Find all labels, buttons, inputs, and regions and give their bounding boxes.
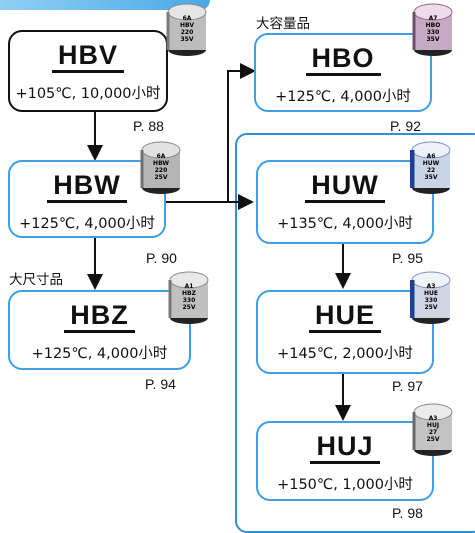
node-hue: HUE +145℃, 2,000小时 [256, 290, 434, 374]
top-accent-bar [0, 0, 210, 10]
svg-text:HUW: HUW [423, 160, 440, 167]
svg-text:HUJ: HUJ [427, 422, 439, 429]
svg-text:220: 220 [155, 167, 168, 174]
node-title: HUW [258, 170, 432, 203]
page-ref-hbz: P. 94 [145, 376, 176, 392]
page-ref-hbv: P. 88 [133, 118, 164, 134]
page-ref-hbo: P. 92 [390, 118, 421, 134]
svg-text:6A: 6A [157, 153, 166, 160]
note-hbo: 大容量品 [256, 16, 310, 32]
svg-text:HBW: HBW [153, 160, 169, 167]
svg-text:330: 330 [427, 29, 440, 36]
svg-text:6A: 6A [183, 15, 192, 22]
node-title: HBW [10, 170, 164, 203]
node-spec: +125℃, 4,000小时 [31, 346, 168, 362]
svg-text:A3: A3 [429, 415, 438, 422]
svg-text:35V: 35V [425, 174, 438, 181]
node-spec: +125℃, 4,000小时 [19, 216, 155, 232]
svg-text:25V: 25V [427, 436, 440, 443]
page-ref-huj: P. 98 [392, 505, 423, 521]
svg-text:220: 220 [181, 29, 194, 36]
node-spec: +125℃, 4,000小时 [275, 89, 411, 105]
svg-text:A3: A3 [427, 283, 436, 290]
node-hbz: HBZ +125℃, 4,000小时 [8, 290, 191, 370]
node-title: HUE [258, 300, 432, 333]
node-spec: +145℃, 2,000小时 [277, 346, 413, 362]
page-ref-huw: P. 95 [392, 250, 423, 266]
node-spec: +135℃, 4,000小时 [277, 216, 413, 232]
svg-text:HBO: HBO [426, 22, 441, 29]
node-title: HBV [10, 40, 166, 73]
svg-text:35V: 35V [427, 36, 440, 43]
svg-text:25V: 25V [155, 174, 168, 181]
svg-text:25V: 25V [183, 304, 196, 311]
capacitor-image-hbo: A7 HBO 330 35V [412, 3, 453, 56]
capacitor-image-huj: A3 HUJ 27 25V [412, 403, 453, 456]
svg-text:27: 27 [429, 429, 437, 436]
capacitor-image-hbv: 6A HBV 220 35V [166, 3, 207, 56]
page-ref-hbw: P. 90 [146, 250, 177, 266]
node-huj: HUJ +150℃, 1,000小时 [256, 421, 434, 501]
node-title: HUJ [258, 431, 432, 464]
node-hbw: HBW +125℃, 4,000小时 [8, 160, 166, 238]
node-hbv: HBV +105℃, 10,000小时 [8, 30, 168, 112]
node-spec: +150℃, 1,000小时 [277, 477, 413, 493]
svg-text:A7: A7 [429, 15, 438, 22]
svg-text:330: 330 [183, 297, 196, 304]
svg-text:HBV: HBV [180, 22, 194, 29]
capacitor-image-hue: A3 HUE 330 25V [410, 271, 451, 324]
svg-text:35V: 35V [181, 36, 194, 43]
capacitor-image-huw: A6 HUW 22 35V [410, 141, 451, 194]
node-title: HBZ [10, 300, 189, 333]
note-hbz: 大尺寸品 [9, 272, 63, 288]
svg-text:HUE: HUE [424, 290, 438, 297]
svg-text:25V: 25V [425, 304, 438, 311]
node-hbo: HBO +125℃, 4,000小时 [254, 33, 432, 112]
svg-text:HBZ: HBZ [182, 290, 197, 297]
capacitor-image-hbw: 6A HBW 220 25V [140, 141, 181, 194]
svg-text:A6: A6 [427, 153, 436, 160]
node-spec: +105℃, 10,000小时 [15, 86, 161, 102]
node-huw: HUW +135℃, 4,000小时 [256, 160, 434, 244]
capacitor-image-hbz: A1 HBZ 330 25V [168, 271, 209, 324]
svg-text:A1: A1 [185, 283, 194, 290]
svg-text:330: 330 [425, 297, 438, 304]
page-ref-hue: P. 97 [392, 378, 423, 394]
svg-text:22: 22 [427, 167, 435, 174]
node-title: HBO [256, 43, 430, 76]
